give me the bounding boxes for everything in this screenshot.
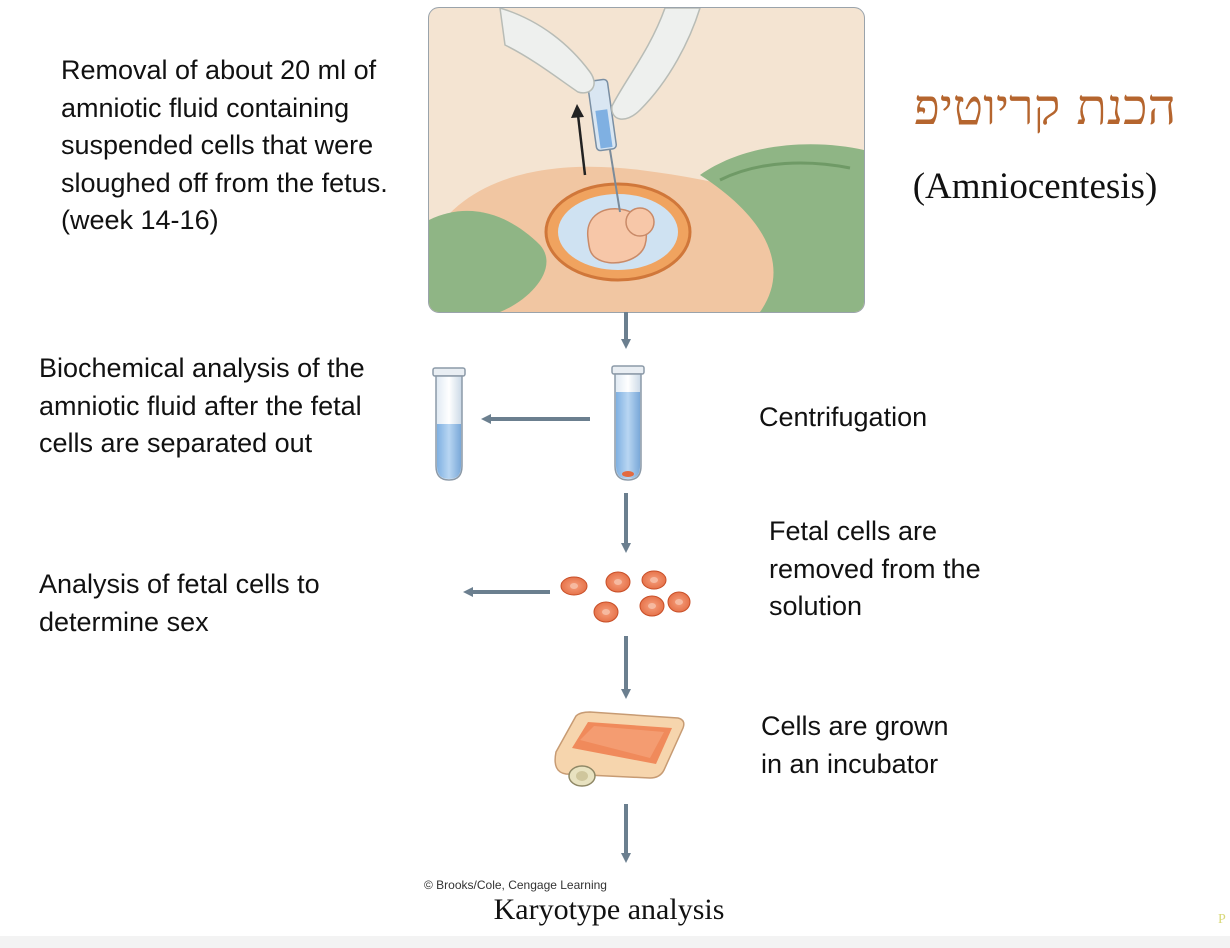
bottom-strip (0, 936, 1230, 948)
copyright-credit: © Brooks/Cole, Cengage Learning (424, 878, 607, 892)
flow-arrows (463, 312, 631, 863)
test-tube-centrifuged (611, 365, 645, 481)
fetal-cell (560, 576, 588, 596)
fetal-cell (667, 591, 691, 613)
karyotype-analysis-label: Karyotype analysis (0, 893, 1220, 927)
sex-analysis-label: Analysis of fetal cells to determine sex (39, 569, 320, 637)
english-title: (Amniocentesis) (912, 166, 1158, 207)
hebrew-title: הכנת קריוטיפ (913, 78, 1177, 136)
fetal-cell (605, 571, 631, 593)
fetal-cell (639, 595, 665, 617)
fetal-cells-removed-label: Fetal cells are removed from the solutio… (769, 516, 981, 621)
culture-dish (554, 711, 685, 787)
incubator-label: Cells are grown in an incubator (761, 711, 949, 779)
corner-mark: P (1218, 912, 1226, 927)
fetal-cell (593, 601, 619, 623)
test-tube-supernatant (432, 367, 466, 481)
amniocentesis-illustration (428, 7, 865, 313)
fetal-cells (560, 570, 691, 623)
biochemical-analysis-label: Biochemical analysis of the amniotic flu… (39, 353, 365, 458)
fetal-cell (641, 570, 667, 590)
removal-description: Removal of about 20 ml of amniotic fluid… (61, 55, 388, 235)
karyotype-analysis-text: Karyotype analysis (493, 893, 725, 926)
centrifugation-label: Centrifugation (759, 402, 928, 432)
